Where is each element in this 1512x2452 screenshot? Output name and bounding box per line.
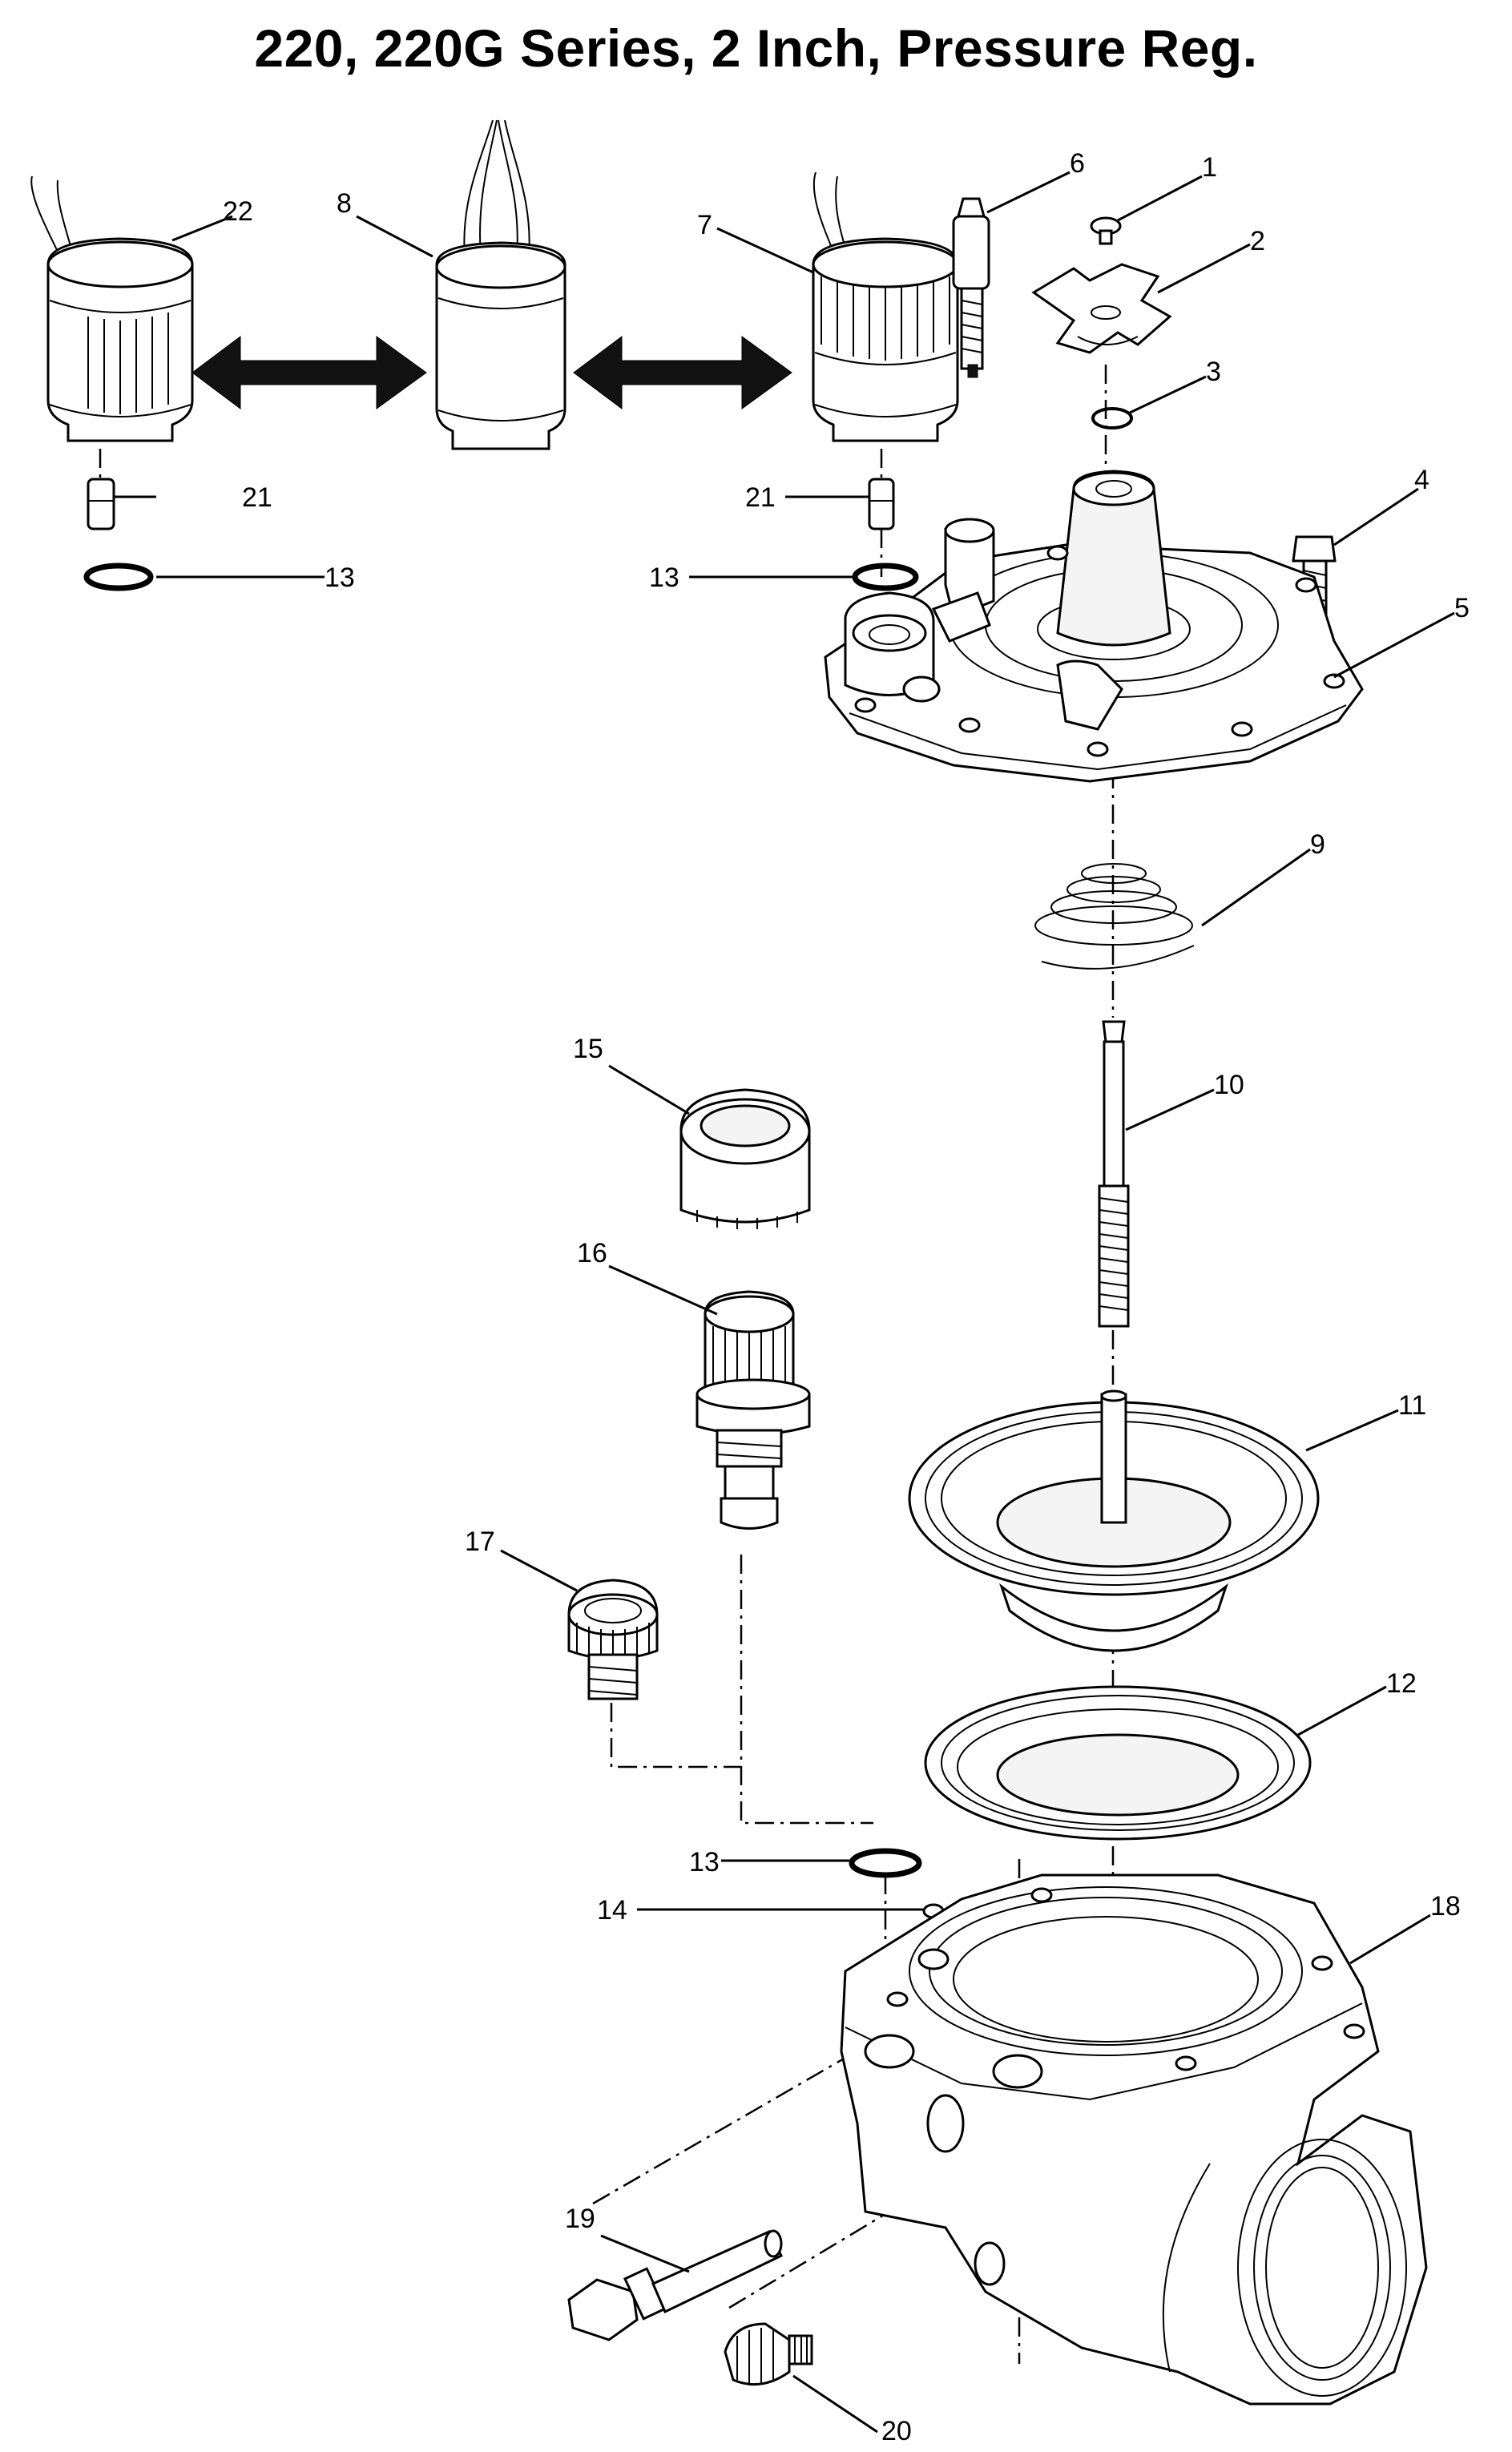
spring-9	[1034, 863, 1195, 970]
flow-control-handle-2	[1031, 263, 1172, 354]
callout-8: 8	[337, 188, 352, 219]
callout-5: 5	[1454, 593, 1470, 623]
o-ring-13-top	[852, 563, 919, 591]
callout-2: 2	[1250, 226, 1265, 256]
plunger-21-right	[868, 478, 895, 530]
o-ring-13-left	[83, 563, 154, 591]
solenoid-7	[812, 171, 959, 442]
valve-body-18	[840, 1873, 1428, 2406]
solenoid-22	[30, 175, 194, 442]
bleed-screw-6	[952, 197, 990, 378]
callout-18: 18	[1430, 1891, 1461, 1922]
flow-control-knob-20	[724, 2322, 813, 2386]
callout-20: 20	[881, 2416, 912, 2446]
callout-3: 3	[1206, 357, 1221, 387]
pressure-pilot-16	[696, 1290, 811, 1530]
callout-13-top: 13	[649, 563, 679, 593]
callout-13-left: 13	[325, 563, 355, 593]
callout-9: 9	[1310, 829, 1325, 860]
callout-19: 19	[565, 2204, 595, 2234]
callout-6: 6	[1070, 148, 1085, 179]
plunger-21-left	[87, 478, 115, 530]
screw-1	[1090, 216, 1122, 245]
callout-11: 11	[1398, 1390, 1426, 1421]
callout-12: 12	[1386, 1668, 1417, 1699]
o-ring-3	[1091, 407, 1133, 430]
cap-15	[679, 1088, 811, 1229]
stem-10	[1098, 1020, 1130, 1328]
bonnet-5	[824, 470, 1364, 783]
callout-15: 15	[573, 1034, 603, 1064]
callout-22: 22	[223, 196, 253, 227]
callout-16: 16	[577, 1238, 607, 1268]
callout-1: 1	[1202, 152, 1217, 183]
coil-8	[435, 119, 566, 450]
interchangeable-arrow-left	[192, 336, 427, 409]
callout-14: 14	[597, 1895, 627, 1926]
drain-plug-19	[567, 2229, 784, 2341]
diaphragm-11	[908, 1389, 1320, 1652]
callout-21-left: 21	[242, 482, 272, 513]
flow-adjust-17	[567, 1579, 659, 1700]
o-ring-13-lower	[849, 1848, 922, 1878]
callout-21-right: 21	[745, 482, 776, 513]
callout-10: 10	[1214, 1070, 1244, 1100]
interchangeable-arrow-right	[573, 336, 792, 409]
callout-7: 7	[697, 210, 712, 240]
diagram-title: 220, 220G Series, 2 Inch, Pressure Reg.	[254, 18, 1258, 78]
diaphragm-seal-12	[924, 1685, 1312, 1841]
callout-4: 4	[1414, 465, 1429, 495]
callout-17: 17	[465, 1526, 495, 1557]
callout-13-lower: 13	[689, 1847, 720, 1877]
leader-lines	[115, 171, 1455, 2434]
